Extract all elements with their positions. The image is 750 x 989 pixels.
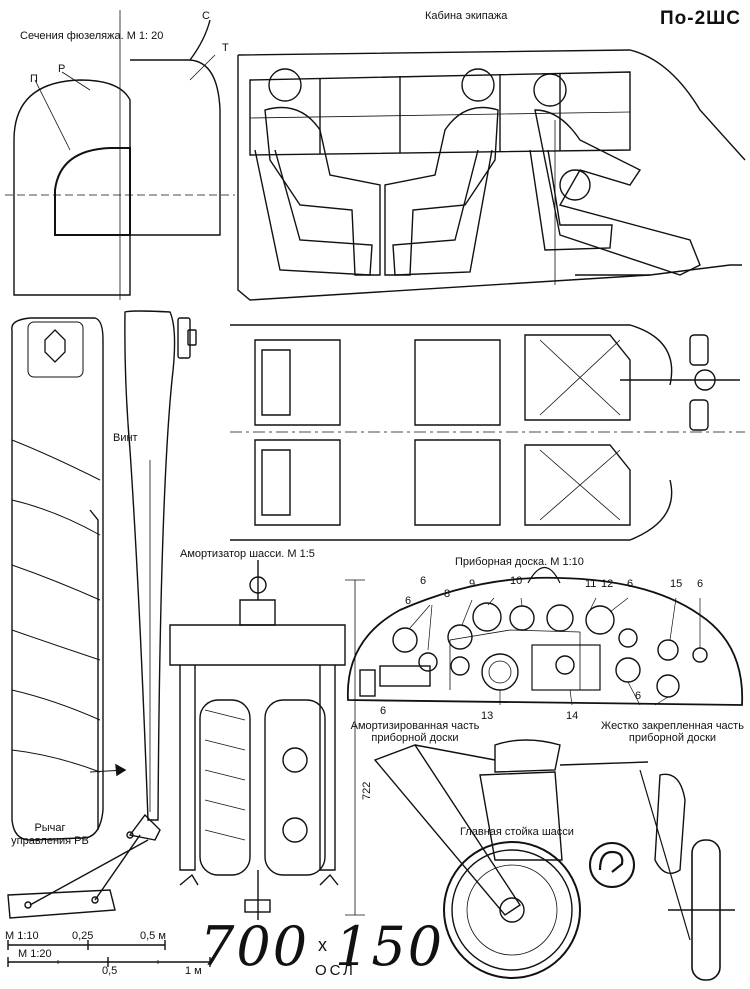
propeller-label: Винт [113, 432, 138, 444]
propeller-blade-front [11, 317, 127, 841]
cabin-title: Кабина экипажа [425, 10, 508, 22]
section-letter-p: П [30, 73, 38, 85]
panel-callout: 6 [697, 578, 704, 590]
panel-fixed-label: Жестко закрепленная часть приборной доск… [601, 720, 744, 744]
scale1-name: М 1:10 [5, 930, 39, 942]
panel-callout: 13 [481, 710, 494, 722]
shock-absorber-dimension: 722 [361, 781, 373, 800]
panel-callout: 6 [635, 690, 642, 702]
section-letter-c: С [202, 10, 210, 22]
scale1-tick: 0,25 [72, 930, 94, 942]
panel-callout: 11 [585, 578, 597, 590]
scale2-name: М 1:20 [18, 948, 52, 960]
tire-size-a: 700 [200, 915, 310, 978]
panel-callout: 9 [469, 578, 476, 590]
panel-callout: 6 [405, 595, 412, 607]
panel-callout: 10 [510, 575, 523, 587]
instrument-panel [347, 566, 744, 706]
sections-title: Сечения фюзеляжа. М 1: 20 [20, 30, 164, 42]
panel-callout: 6 [420, 575, 427, 587]
scale1-tick: 0,5 м [140, 930, 166, 942]
panel-callout: 6 [627, 578, 634, 590]
panel-callout: 8 [444, 588, 451, 600]
panel-callout: 12 [601, 578, 614, 590]
section-letter-r: Р [58, 63, 66, 75]
panel-callout: 14 [566, 710, 579, 722]
scale-bars [7, 940, 211, 967]
scale2-tick: 0,5 [102, 965, 118, 977]
shock-absorber-drawing [169, 560, 365, 920]
tire-size-b: 150 [335, 915, 445, 978]
main-landing-gear [373, 739, 735, 981]
elevator-lever-label: Рычаг управления РВ [11, 822, 89, 847]
tire-code: ОСЛ [315, 962, 356, 979]
section-letter-t: Т [222, 42, 229, 54]
landing-gear-title: Главная стойка шасси [460, 826, 574, 838]
scale2-tick: 1 м [185, 965, 202, 977]
panel-damped-label: Амортизированная часть приборной доски [350, 720, 480, 744]
model-title: По-2ШС [660, 8, 741, 29]
panel-title: Приборная доска. М 1:10 [455, 556, 584, 568]
elevator-lever [7, 813, 161, 919]
tire-times: x [318, 935, 327, 955]
shock-absorber-title: Амортизатор шасси. М 1:5 [180, 548, 315, 560]
panel-callout: 6 [380, 705, 387, 717]
cabin-side-view [237, 49, 746, 301]
propeller-blade-side [124, 310, 197, 821]
fuselage-section-drawing [5, 10, 235, 300]
cabin-plan-view [230, 324, 745, 541]
panel-callout: 15 [670, 578, 683, 590]
